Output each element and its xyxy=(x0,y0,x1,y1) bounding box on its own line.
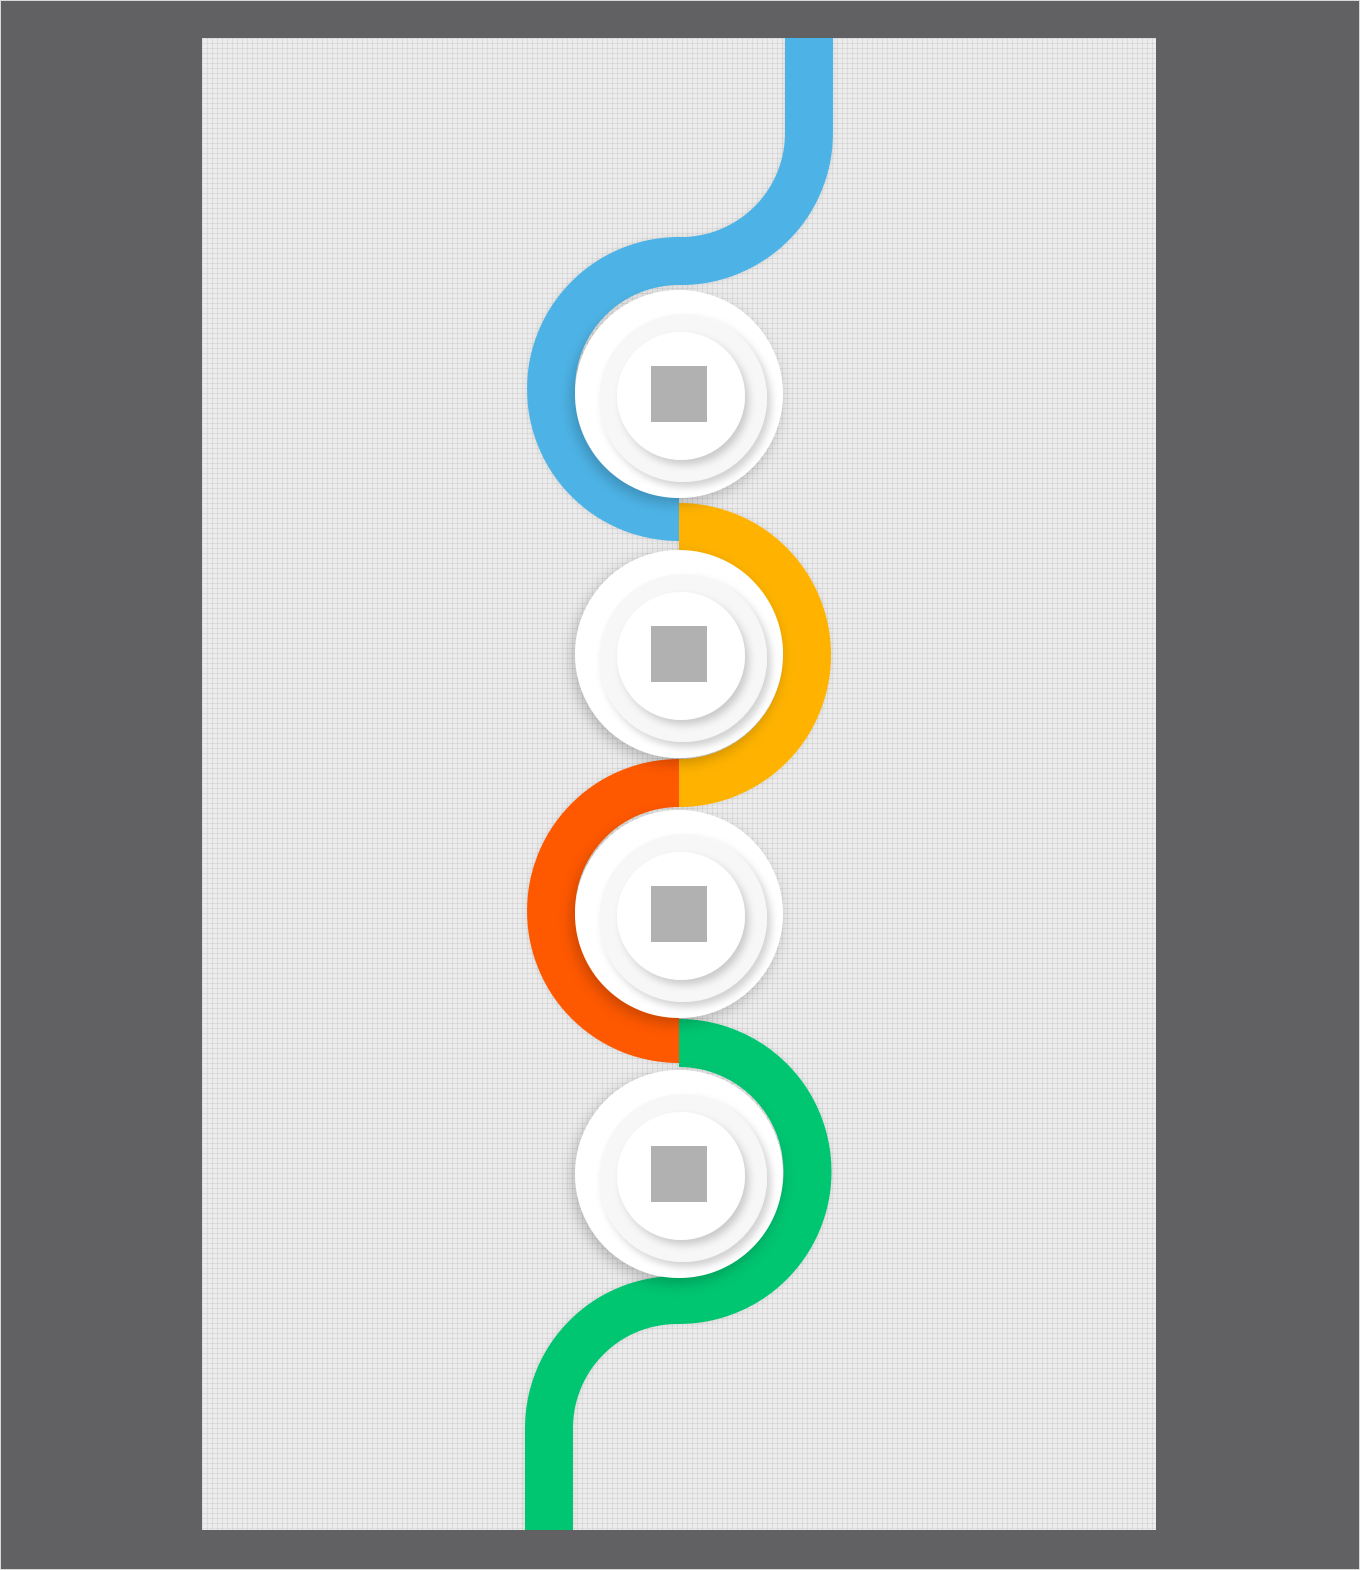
square-placeholder-icon xyxy=(651,1146,707,1202)
square-placeholder-icon xyxy=(651,366,707,422)
timeline-node-3[interactable] xyxy=(575,810,783,1018)
timeline-diagram xyxy=(525,38,833,1530)
ribbon-segment-green xyxy=(525,1019,832,1530)
timeline-nodes xyxy=(575,290,783,1278)
ribbon-segment-orange xyxy=(527,759,680,1063)
square-placeholder-icon xyxy=(651,626,707,682)
timeline-node-1[interactable] xyxy=(575,290,783,498)
timeline-node-2[interactable] xyxy=(575,550,783,758)
ribbon xyxy=(525,38,833,1530)
square-placeholder-icon xyxy=(651,886,707,942)
ribbon-segment-blue xyxy=(526,38,833,541)
artboard xyxy=(202,38,1156,1530)
ribbon-segment-yellow xyxy=(678,503,831,807)
timeline-node-4[interactable] xyxy=(575,1070,783,1278)
